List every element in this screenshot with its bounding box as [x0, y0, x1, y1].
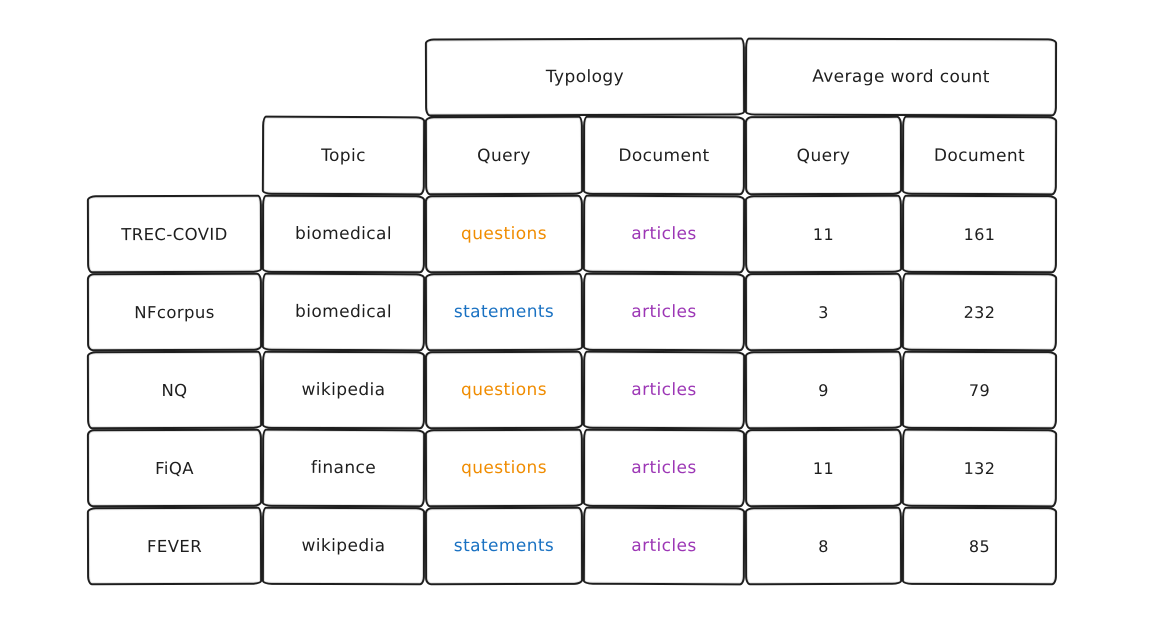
document-word-count-cell: 79 [901, 350, 1058, 430]
query-word-count-cell: 9 [744, 350, 903, 430]
column-header-awc-query: Query [744, 115, 903, 196]
datasets-comparison-table: Typology Average word count Topic Query … [86, 37, 1058, 586]
column-header-topic: Topic [261, 115, 426, 196]
column-header-awc-document: Document [901, 115, 1058, 196]
dataset-name-trec-covid: TREC-COVID [86, 194, 263, 274]
document-typology-cell: articles [582, 194, 746, 274]
empty-cell [87, 116, 262, 195]
topic-cell: biomedical [261, 194, 426, 274]
empty-cell [87, 38, 425, 116]
column-header-typology-document: Document [582, 115, 746, 196]
topic-cell: biomedical [261, 272, 426, 352]
dataset-name-nfcorpus: NFcorpus [86, 272, 263, 352]
dataset-name-fever: FEVER [86, 506, 263, 586]
topic-cell: wikipedia [261, 350, 426, 430]
group-header-average-word-count: Average word count [744, 37, 1058, 117]
dataset-name-nq: NQ [86, 350, 263, 430]
document-word-count-cell: 161 [901, 194, 1058, 274]
document-word-count-cell: 132 [901, 428, 1058, 508]
query-typology-cell: questions [424, 194, 584, 274]
document-word-count-cell: 232 [901, 272, 1058, 352]
topic-cell: wikipedia [261, 506, 426, 586]
topic-cell: finance [261, 428, 426, 508]
document-typology-cell: articles [582, 428, 746, 508]
document-word-count-cell: 85 [901, 506, 1058, 586]
query-typology-cell: questions [424, 350, 584, 430]
query-word-count-cell: 11 [744, 194, 903, 274]
document-typology-cell: articles [582, 350, 746, 430]
query-typology-cell: statements [424, 272, 584, 352]
dataset-name-fiqa: FiQA [86, 428, 263, 508]
document-typology-cell: articles [582, 272, 746, 352]
column-header-typology-query: Query [424, 115, 584, 196]
query-word-count-cell: 11 [744, 428, 903, 508]
query-typology-cell: statements [424, 506, 584, 586]
query-word-count-cell: 3 [744, 272, 903, 352]
document-typology-cell: articles [582, 506, 746, 586]
group-header-typology: Typology [424, 37, 746, 117]
query-word-count-cell: 8 [744, 506, 903, 586]
query-typology-cell: questions [424, 428, 584, 508]
